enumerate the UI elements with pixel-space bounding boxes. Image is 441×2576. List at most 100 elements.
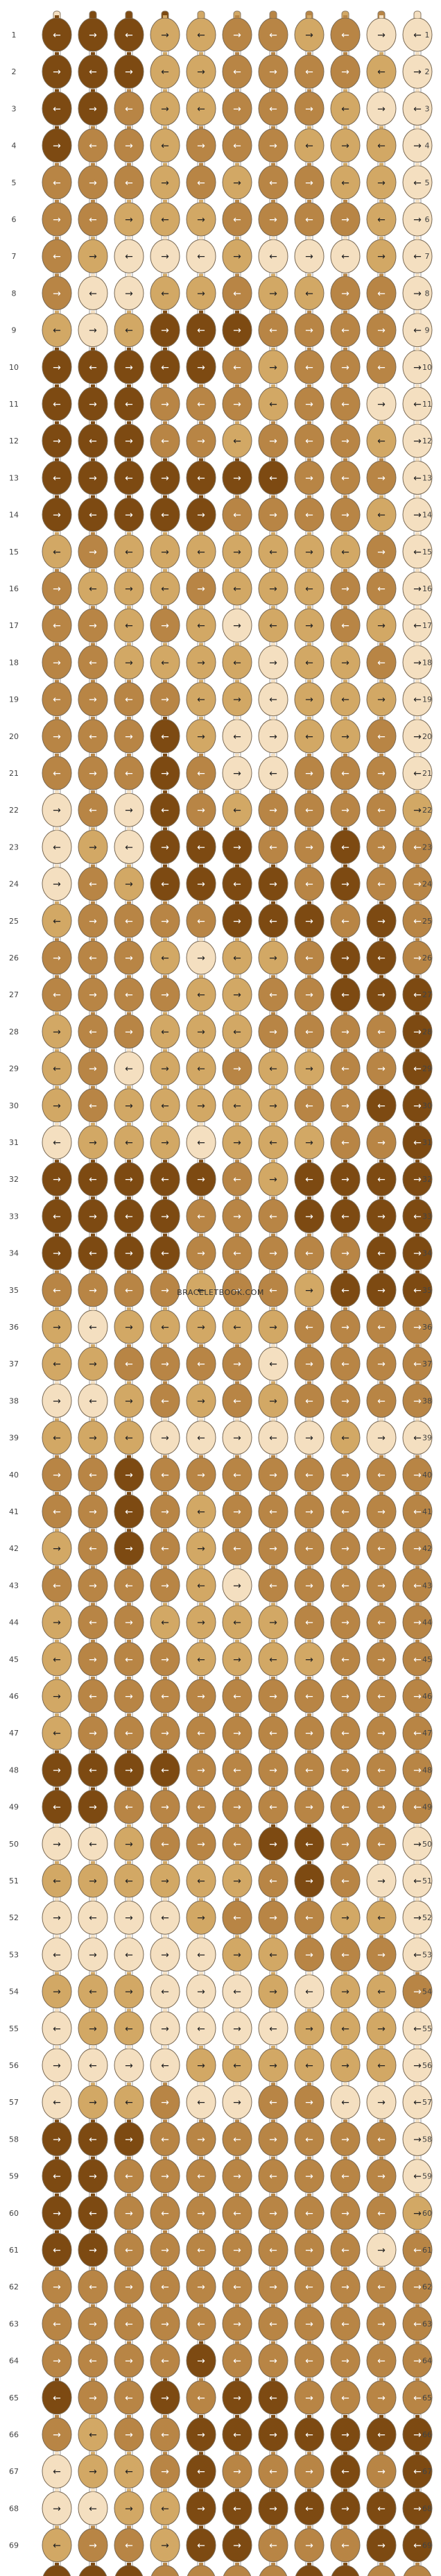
- knot-arrow: ←: [413, 842, 422, 853]
- knot-arrow: ←: [197, 1802, 205, 1813]
- knot: ←: [114, 1492, 144, 1529]
- knot-arrow: ←: [413, 1433, 422, 1444]
- knot-arrow: ←: [89, 2060, 97, 2071]
- row-number-left: 42: [9, 1544, 19, 1553]
- knot-arrow: →: [89, 399, 97, 410]
- knot: →: [402, 52, 433, 89]
- knot: →: [186, 1898, 216, 1935]
- knot: ←: [402, 2452, 433, 2489]
- knot: ←: [78, 1529, 108, 1566]
- knot-arrow: ←: [197, 620, 205, 632]
- knot: →: [150, 1492, 180, 1529]
- knot-arrow: →: [269, 879, 277, 890]
- knot-arrow: →: [377, 1433, 386, 1444]
- row-number-left: 1: [12, 31, 17, 40]
- knot-arrow: →: [53, 1322, 61, 1333]
- row-number-left: 62: [9, 2282, 19, 2291]
- knot-arrow: →: [413, 1026, 422, 1037]
- row-number-left: 56: [9, 2061, 19, 2070]
- knot-arrow: →: [161, 1876, 169, 1887]
- knot-arrow: ←: [53, 1285, 61, 1296]
- row-number-right: 10: [422, 363, 432, 372]
- knot-arrow: ←: [377, 436, 386, 447]
- knot-arrow: →: [53, 2060, 61, 2071]
- knot-arrow: →: [161, 2319, 169, 2330]
- knot: →: [78, 2230, 108, 2267]
- knot-arrow: ←: [341, 2541, 349, 2552]
- knot-arrow: ←: [53, 2171, 61, 2183]
- knot-arrow: ←: [413, 2171, 422, 2183]
- row-number-left: 37: [9, 1359, 19, 1368]
- knot: →: [42, 1233, 72, 1271]
- knot: ←: [258, 1492, 288, 1529]
- row-number-left: 10: [9, 363, 19, 372]
- knot: ←: [330, 2378, 361, 2415]
- knot: →: [330, 347, 361, 384]
- knot: →: [330, 1233, 361, 1271]
- knot: →: [330, 1602, 361, 1640]
- knot: ←: [294, 495, 325, 532]
- knot-arrow: →: [377, 1507, 386, 1518]
- knot: →: [114, 421, 144, 458]
- knot-arrow: →: [413, 436, 422, 447]
- knot-arrow: →: [269, 2356, 277, 2367]
- knot: →: [258, 495, 288, 532]
- knot-arrow: →: [233, 1359, 241, 1370]
- knot: →: [402, 126, 433, 163]
- knot: →: [186, 1455, 216, 1492]
- knot-arrow: →: [305, 842, 313, 853]
- knot: →: [294, 679, 325, 717]
- row-number-left: 67: [9, 2467, 19, 2476]
- knot: ←: [330, 827, 361, 864]
- row-number-left: 41: [9, 1507, 19, 1516]
- knot: →: [330, 2415, 361, 2452]
- knot: →: [366, 458, 397, 495]
- row-number-right: 37: [422, 1359, 432, 1368]
- row-number-left: 69: [9, 2541, 19, 2550]
- knot-arrow: ←: [53, 103, 61, 115]
- knot-arrow: →: [341, 1987, 349, 1998]
- knot: ←: [150, 1012, 180, 1049]
- row-number-left: 31: [9, 1138, 19, 1147]
- knot: →: [222, 2525, 252, 2563]
- knot: →: [330, 1307, 361, 1344]
- knot: →: [42, 1972, 72, 2009]
- knot: ←: [114, 827, 144, 864]
- knot-arrow: ←: [89, 1470, 97, 1481]
- knot: →: [366, 1344, 397, 1381]
- knot: →: [42, 347, 72, 384]
- knot: →: [186, 2193, 216, 2230]
- knot: ←: [42, 1492, 72, 1529]
- knot-arrow: ←: [269, 916, 277, 927]
- knot: →: [330, 200, 361, 237]
- knot: →: [42, 2489, 72, 2525]
- knot: →: [402, 2489, 433, 2525]
- knot: →: [258, 1677, 288, 1713]
- knot: ←: [186, 1270, 216, 1307]
- row-number-left: 64: [9, 2357, 19, 2366]
- knot-arrow: →: [269, 1913, 277, 1924]
- knot-arrow: →: [89, 2541, 97, 2552]
- knot-arrow: →: [341, 2060, 349, 2071]
- knot-arrow: →: [413, 141, 422, 152]
- knot-arrow: →: [377, 2466, 386, 2477]
- knot-arrow: →: [125, 510, 133, 521]
- knot-arrow: →: [197, 731, 205, 743]
- knot-arrow: →: [89, 2466, 97, 2477]
- knot-arrow: ←: [125, 2024, 133, 2035]
- knot: ←: [402, 237, 433, 273]
- knot-arrow: ←: [269, 2541, 277, 2552]
- knot: ←: [258, 679, 288, 717]
- knot-arrow: →: [377, 399, 386, 410]
- knot: →: [186, 938, 216, 975]
- knot: ←: [222, 421, 252, 458]
- knot: →: [42, 1602, 72, 1640]
- knot: →: [114, 1602, 144, 1640]
- knot: ←: [366, 1381, 397, 1418]
- knot-arrow: ←: [305, 1396, 313, 1407]
- knot: →: [402, 273, 433, 310]
- knot: →: [402, 1307, 433, 1344]
- knot-arrow: ←: [233, 2503, 241, 2514]
- knot: ←: [366, 938, 397, 975]
- knot-arrow: →: [413, 1618, 422, 1629]
